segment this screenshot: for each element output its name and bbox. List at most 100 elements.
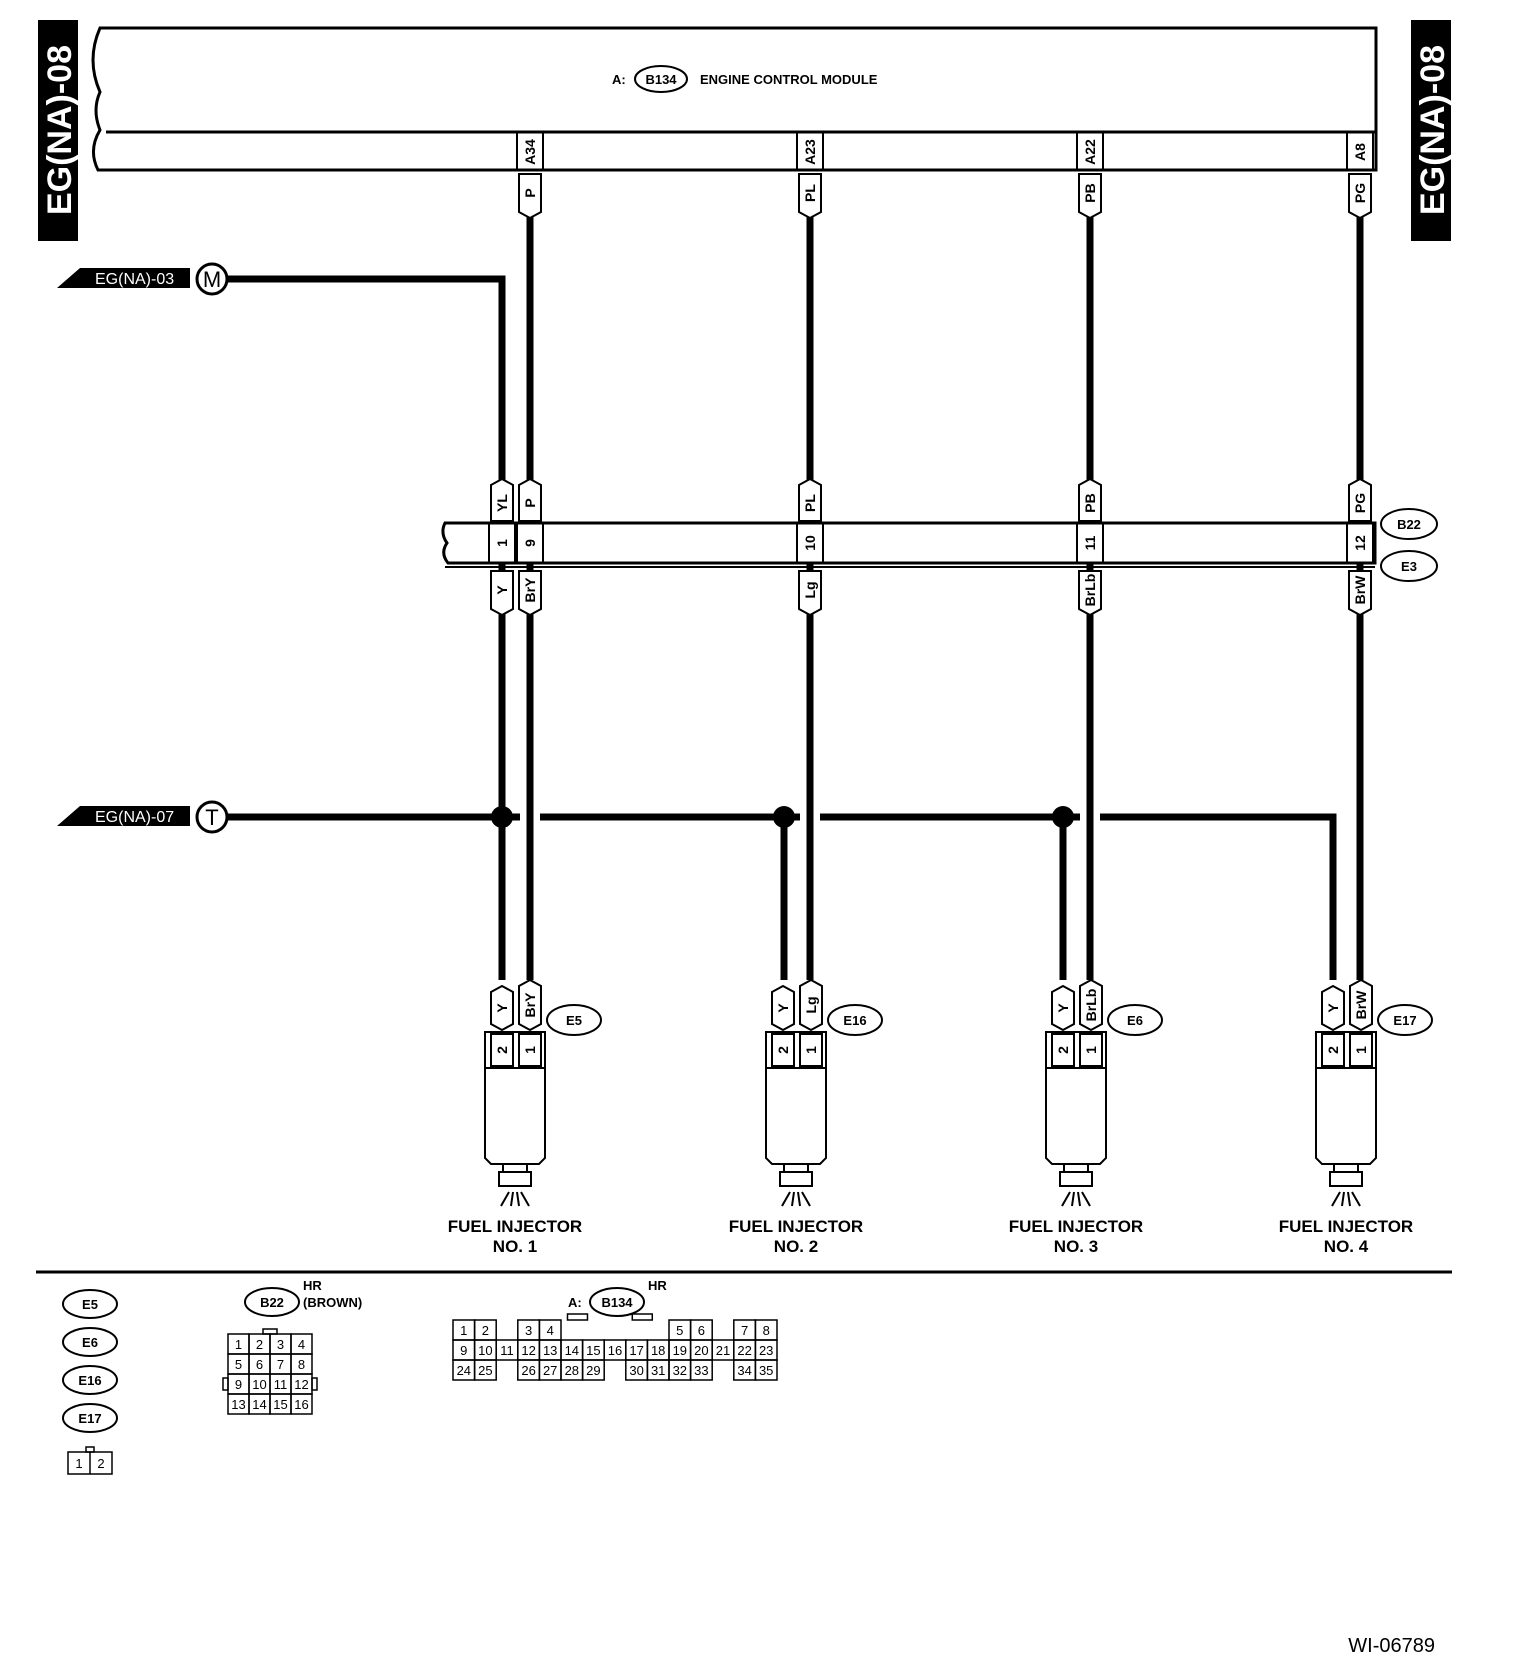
svg-text:B22: B22 <box>1397 517 1421 532</box>
ecm-pin-label: A8 <box>1352 143 1368 161</box>
spray-line <box>1077 1191 1081 1207</box>
injector-number: NO. 3 <box>1054 1237 1098 1256</box>
injector-connector-id <box>546 1004 602 1036</box>
svg-text:A:: A: <box>568 1295 582 1310</box>
svg-text:BrLb: BrLb <box>1082 574 1098 607</box>
svg-text:PG: PG <box>1352 183 1368 203</box>
side-tag-left: EG(NA)-08 <box>38 20 79 241</box>
b134-pin-label: 30 <box>629 1363 643 1378</box>
b134-pin-label: 14 <box>565 1343 579 1358</box>
b134-pin-label: 35 <box>759 1363 773 1378</box>
side-tag-right: EG(NA)-08 <box>1411 20 1452 241</box>
connector-key <box>566 1313 589 1321</box>
svg-text:HR: HR <box>648 1278 667 1293</box>
svg-text:B22: B22 <box>260 1295 284 1310</box>
junction-pin-label: 10 <box>802 535 818 551</box>
b134-pin-label: 19 <box>673 1343 687 1358</box>
injector-wire-tag: BrW <box>1349 978 1373 1032</box>
b22-pin-label: 11 <box>274 1377 288 1392</box>
b134-pin-label: 29 <box>586 1363 600 1378</box>
injector-number: NO. 1 <box>493 1237 537 1256</box>
legend-injector-connectors: E5 E6 E16 E17 1 2 <box>62 1289 118 1475</box>
junction-connector: B22 E3 <box>441 508 1438 582</box>
ecm-pin-label: A34 <box>522 139 538 165</box>
b134-pin-label: 17 <box>629 1343 643 1358</box>
injector-pin-label: 1 <box>522 1046 538 1054</box>
b134-pin-label: 25 <box>478 1363 492 1378</box>
b22-pin-label: 2 <box>256 1337 263 1352</box>
b22-pin-label: 4 <box>298 1337 305 1352</box>
svg-text:BrW: BrW <box>1353 990 1369 1020</box>
b134-pin-label: 28 <box>565 1363 579 1378</box>
b134-pin-label: 20 <box>694 1343 708 1358</box>
injector-wire-tag: Y <box>1321 984 1345 1032</box>
injector-connector-id <box>1107 1004 1163 1036</box>
ecm-wire-color-tag: PB <box>1078 173 1102 220</box>
injector-wire-tag: Lg <box>799 978 823 1032</box>
b134-pin-label: 21 <box>716 1343 730 1358</box>
svg-text:2: 2 <box>97 1456 104 1471</box>
ecm-pin-label: A23 <box>802 139 818 165</box>
b134-pin-label: 26 <box>521 1363 535 1378</box>
svg-text:YL: YL <box>494 494 510 512</box>
svg-text:BrW: BrW <box>1352 575 1368 605</box>
svg-text:EG(NA)-08: EG(NA)-08 <box>41 45 79 215</box>
b134-pin-label: 31 <box>651 1363 665 1378</box>
b134-pin-label: 32 <box>673 1363 687 1378</box>
b134-pin-cell <box>581 1359 605 1381</box>
svg-text:EG(NA)-03: EG(NA)-03 <box>95 271 174 288</box>
junction-upper-color-tag: P <box>518 477 542 522</box>
b22-pin-label: 8 <box>298 1357 305 1372</box>
junction-upper-color-tag: YL <box>490 477 514 522</box>
junction-pin-label: 12 <box>1352 535 1368 551</box>
b134-pin-cell <box>754 1359 778 1381</box>
svg-text:M: M <box>203 267 221 292</box>
b22-pin-label: 15 <box>273 1397 287 1412</box>
b22-pin-label: 16 <box>294 1397 308 1412</box>
spray-line <box>1081 1191 1091 1207</box>
b22-pin-label: 7 <box>277 1357 284 1372</box>
injector-connector-label: E5 <box>566 1013 582 1028</box>
injector-pin-label: 2 <box>1055 1046 1071 1054</box>
b134-pin-label: 11 <box>500 1343 514 1358</box>
spray-line <box>801 1191 811 1207</box>
spray-line <box>1347 1191 1351 1207</box>
b134-pin-label: 13 <box>543 1343 557 1358</box>
svg-text:PL: PL <box>802 494 818 512</box>
svg-text:PB: PB <box>1082 183 1098 202</box>
junction-upper-color-tag: PB <box>1078 477 1102 522</box>
b134-pin-label: 16 <box>608 1343 622 1358</box>
b22-pin-label: 3 <box>277 1337 284 1352</box>
dynamic-marks: A34PA23PLA22PBA8PG1YLY9PBrY10PLLg11PBBrL… <box>448 132 1433 1256</box>
b134-pin-label: 8 <box>763 1323 770 1338</box>
ecm-module: A: B134 ENGINE CONTROL MODULE <box>91 26 1378 172</box>
injector-connector-label: E16 <box>843 1013 866 1028</box>
b134-pin-label: 15 <box>586 1343 600 1358</box>
connector-key <box>631 1313 654 1321</box>
svg-text:EG(NA)-08: EG(NA)-08 <box>1414 45 1452 215</box>
b134-pin-cell <box>473 1359 497 1381</box>
spray-line <box>516 1191 520 1207</box>
figure-id: WI-06789 <box>1348 1635 1435 1657</box>
svg-text:EG(NA)-07: EG(NA)-07 <box>95 809 174 826</box>
spray-line <box>797 1191 801 1207</box>
b22-pin-cell <box>290 1393 313 1415</box>
injector-pin-label: 2 <box>1325 1046 1341 1054</box>
b134-pin-label: 12 <box>521 1343 535 1358</box>
svg-text:P: P <box>522 188 538 197</box>
b22-pin-label: 6 <box>256 1357 263 1372</box>
spray-line <box>791 1191 795 1207</box>
svg-text:E17: E17 <box>78 1411 101 1426</box>
junction-pin-label: 9 <box>522 539 538 547</box>
svg-text:HR: HR <box>303 1278 322 1293</box>
injector-wire-tag: BrY <box>518 978 542 1032</box>
svg-text:E3: E3 <box>1401 559 1417 574</box>
b134-pin-label: 4 <box>547 1323 554 1338</box>
svg-text:(BROWN): (BROWN) <box>303 1295 362 1310</box>
b134-pin-label: 27 <box>543 1363 557 1378</box>
ref-t: EG(NA)-07 T <box>57 800 229 834</box>
